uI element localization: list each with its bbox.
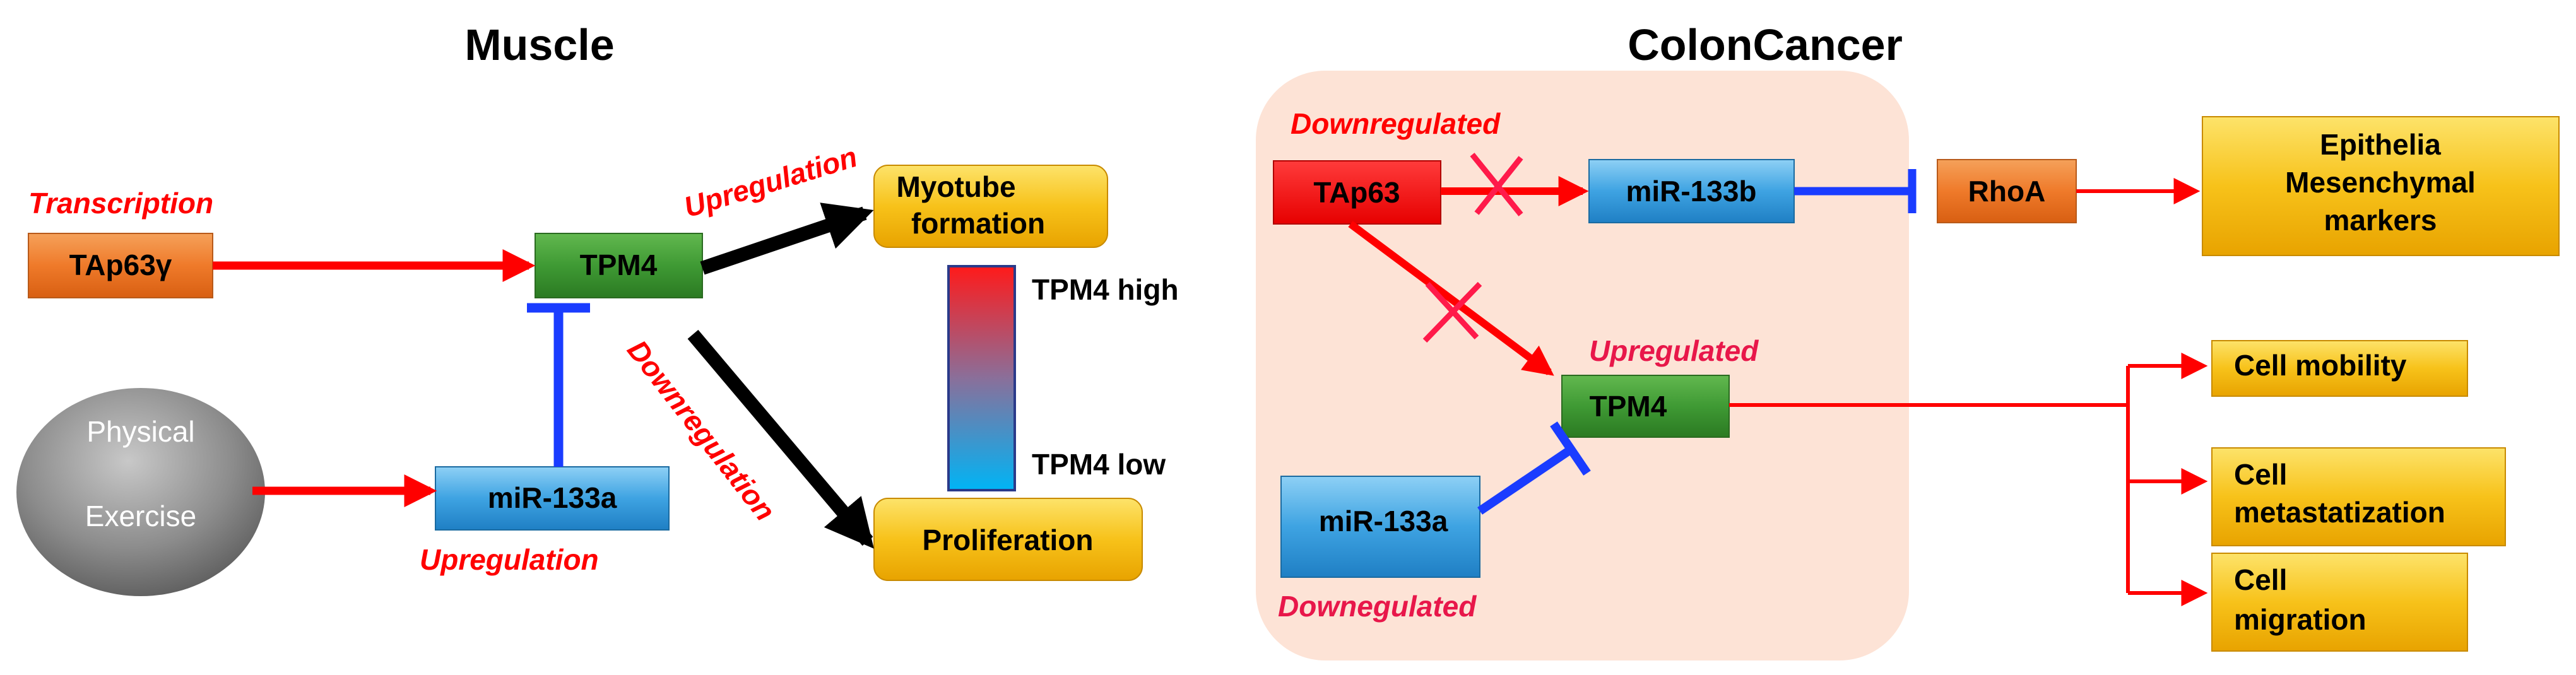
colon-tap63-label: TAp63 [1313, 176, 1400, 209]
upregulation-top-label: Upregulation [680, 140, 861, 224]
physical-exercise-ellipse: Physical Exercise [16, 388, 265, 596]
cell-metastatization-box: Cell metastatization [2211, 447, 2506, 546]
cell-migration-box: Cell migration [2211, 553, 2468, 652]
proliferation-box: Proliferation [873, 498, 1143, 581]
colon-tpm4-label: TPM4 [1590, 390, 1667, 423]
colon-tap63-to-tpm4-arrow [1348, 221, 1554, 376]
tap63-gamma-label: TAp63γ [69, 249, 172, 281]
cell-migration-line1: Cell [2234, 563, 2287, 596]
cell-mobility-box: Cell mobility [2211, 340, 2468, 397]
physical-label: Physical [86, 415, 194, 448]
epithelia-line2: Mesenchymal [2285, 166, 2476, 199]
colon-mir133a-inhibits-tpm4 [1477, 421, 1591, 515]
upregulated-label: Upregulated [1589, 334, 1759, 367]
transcription-label: Transcription [28, 187, 213, 220]
downregulated-label: Downregulated [1291, 107, 1501, 140]
upregulation-bottom-label: Upregulation [420, 543, 599, 576]
tpm4-low-label: TPM4 low [1032, 448, 1166, 481]
tpm4-to-myotube-arrow [700, 202, 874, 275]
tap63-mir133b-block-cross [1470, 153, 1523, 216]
epithelia-line1: Epithelia [2320, 128, 2441, 161]
colon-mir133a-label: miR-133a [1319, 505, 1448, 537]
colon-tpm4-box: TPM4 [1561, 375, 1730, 438]
cell-migration-line2: migration [2234, 603, 2366, 636]
proliferation-label: Proliferation [923, 524, 1094, 556]
mir133b-inhibits-rhoa [1794, 169, 1917, 213]
epithelia-line3: markers [2324, 204, 2437, 237]
downegulated-label: Downegulated [1278, 590, 1477, 623]
exercise-label: Exercise [85, 500, 196, 532]
tpm4-to-proliferation-arrow [687, 329, 874, 549]
colon-tap63-box: TAp63 [1273, 160, 1441, 225]
mir133b-label: miR-133b [1626, 175, 1756, 208]
epithelia-mesenchymal-box: Epithelia Mesenchymal markers [2202, 116, 2560, 256]
muscle-tpm4-label: TPM4 [580, 249, 658, 281]
cell-mobility-label: Cell mobility [2234, 349, 2407, 382]
rhoa-label: RhoA [1968, 175, 2046, 208]
tpm4-high-label: TPM4 high [1032, 273, 1179, 306]
myotube-formation-box: Myotube formation [873, 165, 1108, 248]
muscle-tpm4-box: TPM4 [535, 233, 703, 298]
tpm4-gradient-scale [947, 265, 1016, 491]
mir133b-box: miR-133b [1588, 159, 1795, 223]
tap63-tpm4-block-cross [1422, 281, 1482, 343]
myotube-label-line1: Myotube [896, 170, 1015, 203]
cell-metastatization-line2: metastatization [2234, 496, 2445, 529]
tap63-gamma-box: TAp63γ [28, 233, 213, 298]
colon-mir133a-box: miR-133a [1280, 476, 1480, 578]
colon-title: ColonCancer [1628, 20, 1903, 69]
cell-metastatization-line1: Cell [2234, 458, 2287, 491]
myotube-label-line2: formation [911, 207, 1045, 240]
rhoa-box: RhoA [1937, 159, 2077, 223]
muscle-title: Muscle [464, 20, 614, 69]
muscle-mir133a-box: miR-133a [435, 466, 670, 531]
mir133a-inhibits-tpm4 [527, 303, 590, 467]
muscle-mir133a-label: miR-133a [488, 481, 617, 514]
